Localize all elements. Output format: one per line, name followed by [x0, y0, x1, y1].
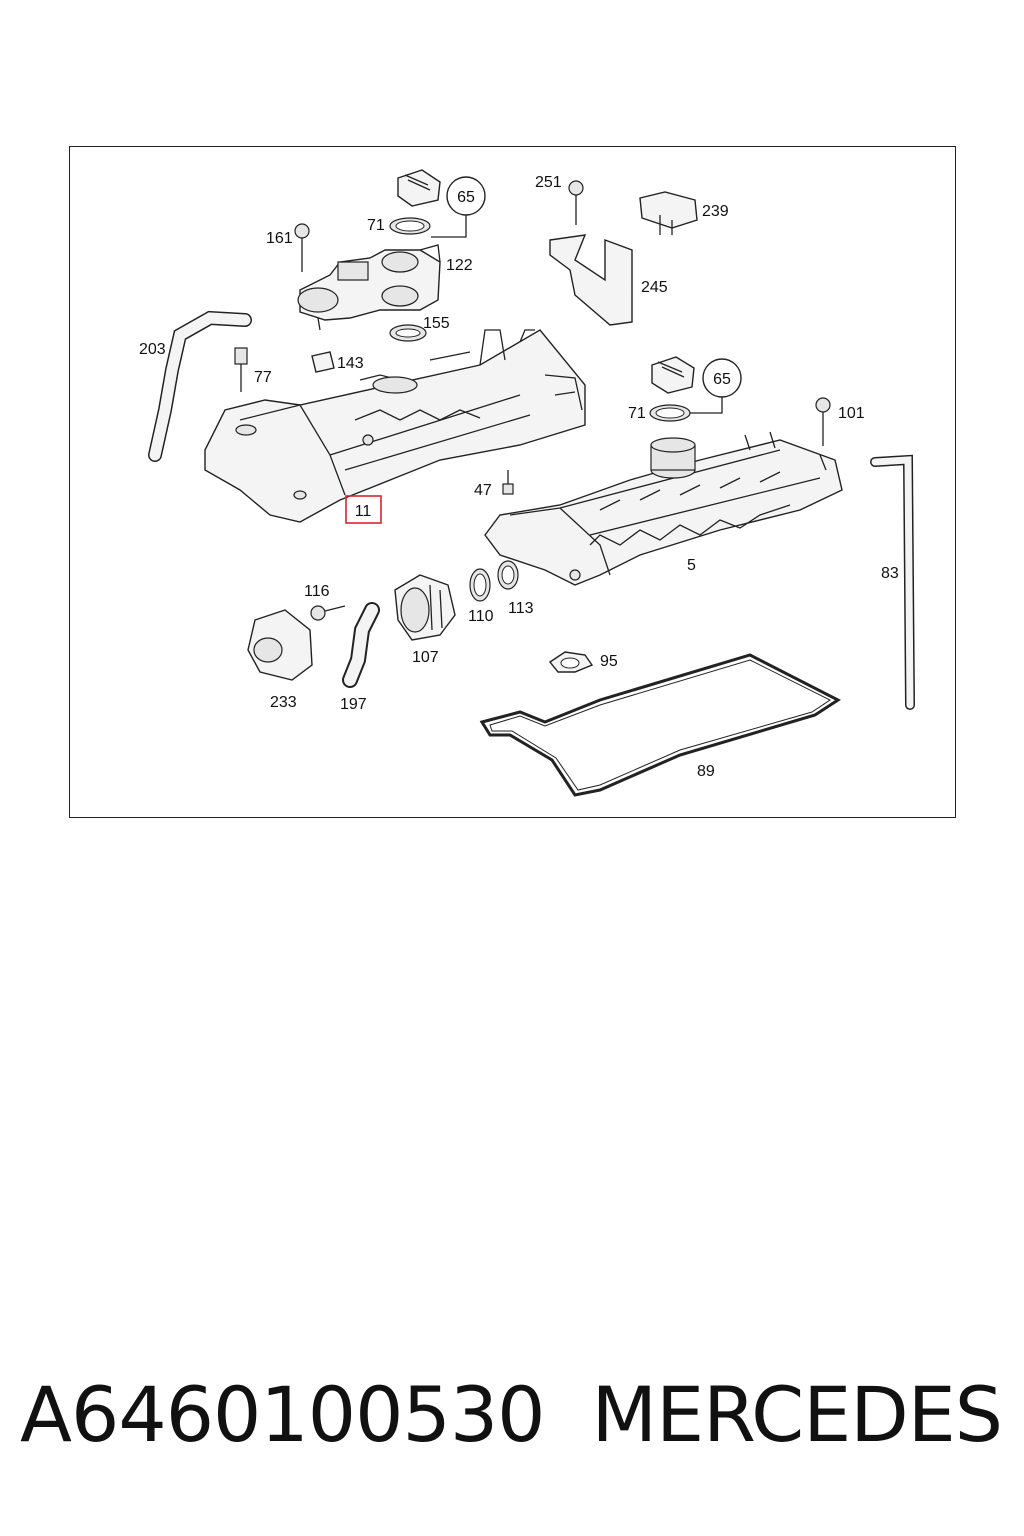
callout-89: 89 [697, 763, 715, 780]
callout-161: 161 [266, 230, 293, 247]
right-valve-cover [484, 431, 843, 586]
callout-71-upper: 71 [367, 217, 385, 234]
callout-47: 47 [474, 482, 492, 499]
callout-122: 122 [446, 257, 473, 274]
gasket-89 [479, 653, 841, 797]
left-valve-cover [204, 329, 586, 523]
callout-116: 116 [304, 583, 330, 600]
diagram-canvas: 65 65 71 71 251 239 245 161 122 155 203 … [139, 169, 915, 797]
callout-113: 113 [508, 600, 534, 617]
breather-housing [297, 244, 441, 331]
bolt-116 [310, 605, 346, 621]
callout-77: 77 [254, 369, 272, 386]
callout-71-lower: 71 [628, 405, 646, 422]
part-number: A6460100530 [20, 1370, 546, 1459]
callout-233: 233 [270, 694, 297, 711]
callout-11: 11 [355, 503, 372, 520]
valve-107 [394, 574, 456, 641]
callout-239: 239 [702, 203, 729, 220]
callout-65-lower: 65 [713, 371, 731, 388]
callout-107: 107 [412, 649, 439, 666]
callout-101: 101 [838, 405, 865, 422]
bolt-251 [568, 180, 584, 225]
plug-143 [311, 351, 335, 373]
bolt-101 [815, 397, 831, 446]
caption: A6460100530 MERCEDES [0, 1370, 1024, 1470]
callout-83: 83 [881, 565, 899, 582]
leader-71-65-upper [431, 215, 467, 238]
leader-71-65-lower [690, 397, 723, 414]
highlight-box-11 [345, 495, 382, 524]
exploded-parts-diagram [69, 146, 956, 818]
callout-155: 155 [423, 315, 450, 332]
bolt-47 [502, 470, 514, 495]
brand-name: MERCEDES [591, 1370, 1003, 1459]
bolt-161 [294, 223, 310, 272]
callout-110: 110 [468, 608, 494, 625]
pipe-83 [870, 454, 915, 710]
callout-65-upper: 65 [457, 189, 475, 206]
bracket-245 [549, 234, 633, 326]
callout-251: 251 [535, 174, 562, 191]
connector-239 [639, 191, 698, 235]
callout-95: 95 [600, 653, 618, 670]
callout-143: 143 [337, 355, 364, 372]
callout-197: 197 [340, 696, 367, 713]
oil-cap-lower [649, 356, 695, 422]
callout-245: 245 [641, 279, 668, 296]
cover-233 [247, 609, 313, 681]
callout-203: 203 [139, 341, 166, 358]
oil-cap-upper [389, 169, 441, 235]
sensor-77 [234, 347, 248, 392]
callout-5: 5 [687, 557, 696, 574]
